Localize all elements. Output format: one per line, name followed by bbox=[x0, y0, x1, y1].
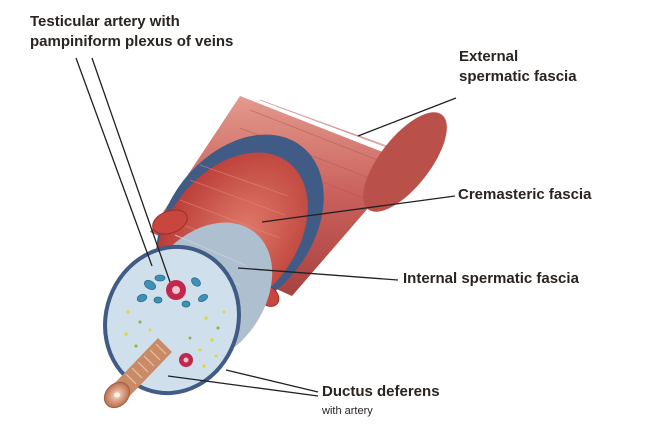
label-testicular-artery: Testicular artery with bbox=[30, 13, 180, 31]
artery-to-ductus bbox=[179, 353, 193, 367]
leader-ductus-artery bbox=[226, 370, 318, 392]
label-with-artery: with artery bbox=[322, 405, 373, 417]
leader-testicular bbox=[76, 58, 152, 266]
label-pampiniform-plexus: pampiniform plexus of veins bbox=[30, 33, 233, 51]
label-internal-spermatic-fascia: Internal spermatic fascia bbox=[403, 270, 579, 288]
testicular-artery bbox=[166, 280, 186, 300]
label-cremasteric-fascia: Cremasteric fascia bbox=[458, 186, 591, 204]
label-spermatic-fascia: spermatic fascia bbox=[459, 68, 577, 86]
label-ductus-deferens: Ductus deferens bbox=[322, 383, 440, 401]
label-external: External bbox=[459, 48, 518, 66]
leader-pampiniform bbox=[92, 58, 170, 282]
